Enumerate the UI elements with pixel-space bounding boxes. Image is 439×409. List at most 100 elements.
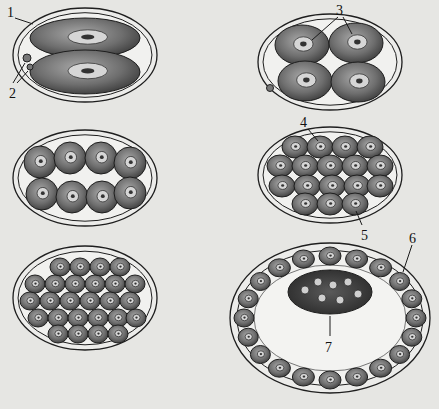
trophoblast-cell: [238, 328, 258, 346]
trophoblast-cell: [370, 359, 392, 377]
blastomere: [114, 147, 146, 179]
blastomere: [317, 193, 343, 215]
callout-holder: 3: [335, 1, 344, 19]
blastomere: [114, 177, 146, 209]
blastomere: [292, 193, 318, 215]
blastomere: [48, 309, 68, 327]
zona-pellucida: [230, 243, 430, 393]
polar-body: [27, 64, 33, 70]
trophoblast-cell: [238, 290, 258, 308]
trophoblast-cell: [370, 259, 392, 277]
callout-holder: 2: [8, 84, 17, 102]
morula-stage: [13, 246, 157, 350]
blastomere: [25, 275, 45, 293]
blastomere: [367, 175, 393, 197]
blastomere: [40, 292, 60, 310]
blastomere: [269, 175, 295, 197]
trophoblast-cell: [402, 290, 422, 308]
blastomere: [30, 50, 140, 94]
trophoblast-cell: [250, 346, 270, 364]
blastomere: [267, 155, 293, 177]
blastomere: [60, 292, 80, 310]
blastomere: [56, 181, 88, 213]
inner-cell-nuclei: [301, 278, 362, 304]
zona-pellucida: [258, 14, 402, 110]
blastomere: [367, 155, 393, 177]
callout-number: 6: [408, 231, 417, 246]
callout-number: 2: [8, 86, 17, 101]
trophoblast-cell: [390, 273, 410, 291]
blastomere: [278, 61, 332, 101]
callout-number: 5: [360, 228, 369, 243]
blastomere: [68, 325, 88, 343]
trophoblast-cell: [319, 247, 341, 265]
blastomere: [85, 275, 105, 293]
blastomere: [342, 155, 368, 177]
callout-number: 7: [324, 340, 333, 355]
blastomere: [342, 193, 368, 215]
blastomere: [20, 292, 40, 310]
blastomere: [45, 275, 65, 293]
blastomere: [105, 275, 125, 293]
blastomere: [125, 275, 145, 293]
blastomere: [88, 309, 108, 327]
trophoblast-cell: [346, 368, 368, 386]
blastomere: [88, 325, 108, 343]
callout-number: 4: [299, 115, 308, 130]
inner-cell-mass: [288, 270, 372, 314]
blastomere: [90, 258, 110, 276]
blastomere: [65, 275, 85, 293]
callout-holder: 6: [408, 229, 417, 247]
callout-number: 1: [6, 5, 15, 20]
blastomere: [292, 155, 318, 177]
blastomere: [126, 309, 146, 327]
blastomere: [108, 325, 128, 343]
blastomere: [85, 142, 117, 174]
blastomere: [86, 181, 118, 213]
callout-holder: 7: [324, 338, 333, 356]
trophoblast-cell: [402, 328, 422, 346]
callout-number: 3: [335, 3, 344, 18]
blastomere: [317, 155, 343, 177]
sixteen-cell-stage: [258, 127, 402, 223]
zona-pellucida: [258, 127, 402, 223]
trophoblast-cell: [234, 309, 254, 327]
zona-pellucida: [13, 130, 157, 226]
blastocyst-stage: [230, 243, 430, 393]
blastocoel: [254, 265, 406, 371]
blastomere: [48, 325, 68, 343]
trophoblast-cell: [319, 371, 341, 389]
trophoblast-cell: [292, 368, 314, 386]
four-cell-stage: [258, 14, 402, 110]
blastomere: [110, 258, 130, 276]
blastomere: [80, 292, 100, 310]
zona-pellucida: [13, 246, 157, 350]
callout-holder: 5: [360, 226, 369, 244]
blastomere: [329, 23, 383, 63]
blastomere: [70, 258, 90, 276]
trophoblast-cell: [268, 259, 290, 277]
blastomere: [26, 178, 58, 210]
blastomere: [24, 146, 56, 178]
blastomere: [120, 292, 140, 310]
trophoblast-cell: [406, 309, 426, 327]
trophoblast-cell: [346, 250, 368, 268]
two-cell-stage: [13, 8, 157, 102]
blastomere: [54, 142, 86, 174]
blastomere: [68, 309, 88, 327]
polar-body: [267, 85, 274, 92]
blastomere: [275, 25, 329, 65]
callout-holder: 4: [299, 113, 308, 131]
blastomere: [50, 258, 70, 276]
eight-cell-stage: [13, 130, 157, 226]
zona-pellucida: [13, 8, 157, 102]
leader-lines: [13, 17, 412, 336]
callout-holder: 1: [6, 3, 15, 21]
trophoblast-cell: [268, 359, 290, 377]
blastomere: [28, 309, 48, 327]
blastomere: [108, 309, 128, 327]
blastomere: [100, 292, 120, 310]
blastomere: [331, 62, 385, 102]
trophoblast-cell: [390, 346, 410, 364]
